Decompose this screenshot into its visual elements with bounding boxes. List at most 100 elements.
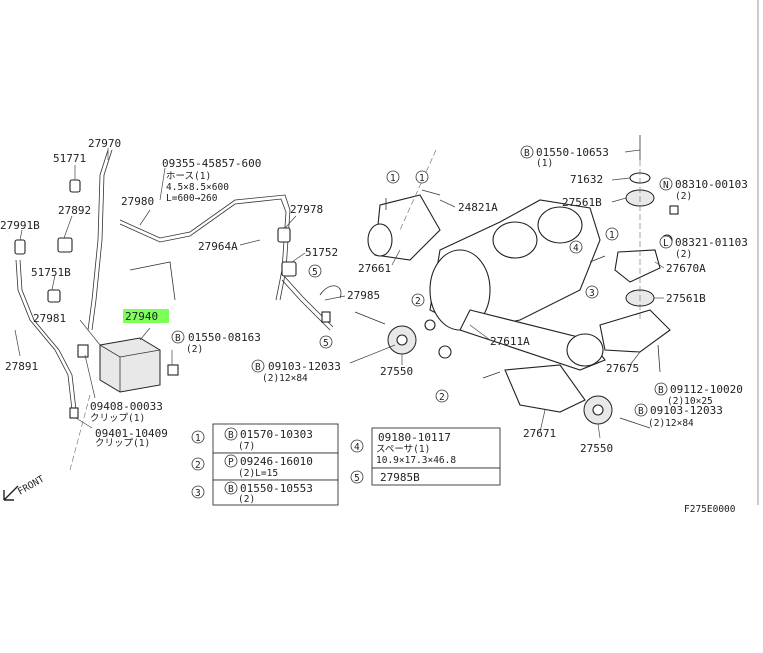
diagram-text: クリップ(1)	[95, 438, 150, 449]
diagram-text: (2)	[238, 494, 255, 505]
diagram-text: 10.9×17.3×46.8	[376, 455, 456, 466]
label-27550-a: 27550	[380, 365, 413, 378]
diagram-text: (2)10×25	[667, 396, 713, 407]
diagram-text: 4	[573, 243, 579, 254]
diagram-text: L=600→260	[166, 193, 218, 204]
diagram-text: (2)	[186, 344, 203, 355]
centerlines	[69, 149, 641, 471]
diagram-text: (2)	[675, 249, 692, 260]
diagram-text: 5	[354, 473, 360, 484]
part-27978	[277, 227, 291, 243]
figure-code: F275E0000	[684, 504, 736, 515]
leader-lines	[14, 148, 665, 439]
label-27561b-b: 27561B	[666, 292, 706, 305]
part-27991b	[14, 239, 26, 255]
diagram-text: B	[175, 333, 181, 344]
label-27891: 27891	[5, 360, 38, 373]
diagram-text: 1	[419, 173, 425, 184]
label-51771: 51771	[53, 152, 86, 165]
label-09112: 09112-10020	[670, 383, 743, 396]
differential-assembly	[319, 135, 679, 429]
label-01550-08163: 01550-08163	[188, 331, 261, 344]
part-27985	[319, 285, 342, 299]
bolt-09112	[657, 344, 661, 373]
diagram-text: 1	[609, 230, 615, 241]
part-labels: 27970 51771 09355-45857-600 ホース(1) 4.5×8…	[0, 137, 748, 455]
diagram-text: クリップ(1)	[90, 413, 145, 424]
label-09103-b: 09103-12033	[650, 404, 723, 417]
part-27940-canister	[99, 337, 161, 393]
label-51752: 51752	[305, 246, 338, 259]
label-08310: 08310-00103	[675, 178, 748, 191]
label-09401: 09401-10409	[95, 427, 168, 440]
label-27550-b: 27550	[580, 442, 613, 455]
diagram-text: 1	[195, 433, 201, 444]
diagram-text: 5	[312, 267, 318, 278]
label-27940: 27940	[125, 310, 158, 323]
label-09355: 09355-45857-600	[162, 157, 261, 170]
diagram-text: 1	[390, 173, 396, 184]
diagram-text: B	[255, 362, 261, 373]
diagram-text: B	[524, 148, 530, 159]
label-08321: 08321-01103	[675, 236, 748, 249]
label-27978: 27978	[290, 203, 323, 216]
hose-27970	[87, 149, 109, 331]
diagram-text: 3	[195, 488, 201, 499]
legend-1-part: 01570-10303	[240, 428, 313, 441]
blank-lower-area	[0, 505, 763, 653]
part-27671-bracket	[504, 364, 586, 413]
part-51752	[281, 261, 297, 277]
highlight-27940	[123, 309, 169, 323]
label-24821a: 24821A	[458, 201, 498, 214]
bolt-09103-right	[619, 417, 651, 429]
label-27970: 27970	[88, 137, 121, 150]
label-27980: 27980	[121, 195, 154, 208]
label-51751b: 51751B	[31, 266, 71, 279]
part-51771	[69, 179, 81, 193]
clip-09401	[69, 407, 79, 419]
diagram-text: 3	[589, 288, 595, 299]
label-27991b: 27991B	[0, 219, 40, 232]
clip-09408	[77, 344, 89, 358]
bolt-09103-left	[354, 311, 386, 325]
diagram-text: (1)	[536, 158, 553, 169]
label-27671: 27671	[523, 427, 556, 440]
diagram-callouts: 1 1 2 2 5 5 1 3 4 B B B N L B B	[171, 145, 673, 417]
legend-2-part: 09246-16010	[240, 455, 313, 468]
label-27964a: 27964A	[198, 240, 238, 253]
diagram-text: ホース(1)	[166, 171, 211, 182]
part-51751b	[47, 289, 61, 303]
diagram-text: 4	[354, 442, 360, 453]
part-27670a	[614, 249, 661, 283]
part-27892	[57, 237, 73, 253]
label-27561b-a: 27561B	[562, 196, 602, 209]
diagram-text: (2)12×84	[262, 373, 308, 384]
diagram-text: (2)	[675, 191, 692, 202]
front-indicator: FRONT	[3, 474, 47, 501]
diagram-text: P	[228, 457, 234, 468]
part-27675-bracket	[599, 309, 671, 353]
diagram-text: B	[658, 385, 664, 396]
diagram-text: 2	[195, 460, 201, 471]
diagram-text: B	[638, 406, 644, 417]
nut-08310	[669, 205, 679, 215]
bolt-01550-08163	[167, 364, 179, 376]
diagram-text: スペーサ(1)	[376, 444, 430, 455]
label-01550-10653: 01550-10653	[536, 146, 609, 159]
label-27675: 27675	[606, 362, 639, 375]
label-71632: 71632	[570, 173, 603, 186]
diagram-text: 4.5×8.5×600	[166, 182, 229, 193]
label-27611a: 27611A	[490, 335, 530, 348]
label-09408: 09408-00033	[90, 400, 163, 413]
diagram-text: B	[228, 430, 234, 441]
front-label: FRONT	[16, 474, 47, 498]
label-27892: 27892	[58, 204, 91, 217]
diagram-text: N	[663, 180, 669, 191]
hose-27964a	[119, 194, 291, 301]
diagram-text: (7)	[238, 441, 255, 452]
diagram-text: L	[663, 238, 669, 249]
label-27981: 27981	[33, 312, 66, 325]
diagram-text: (2)L=15	[238, 468, 278, 479]
legend-5-part: 27985B	[380, 471, 420, 484]
